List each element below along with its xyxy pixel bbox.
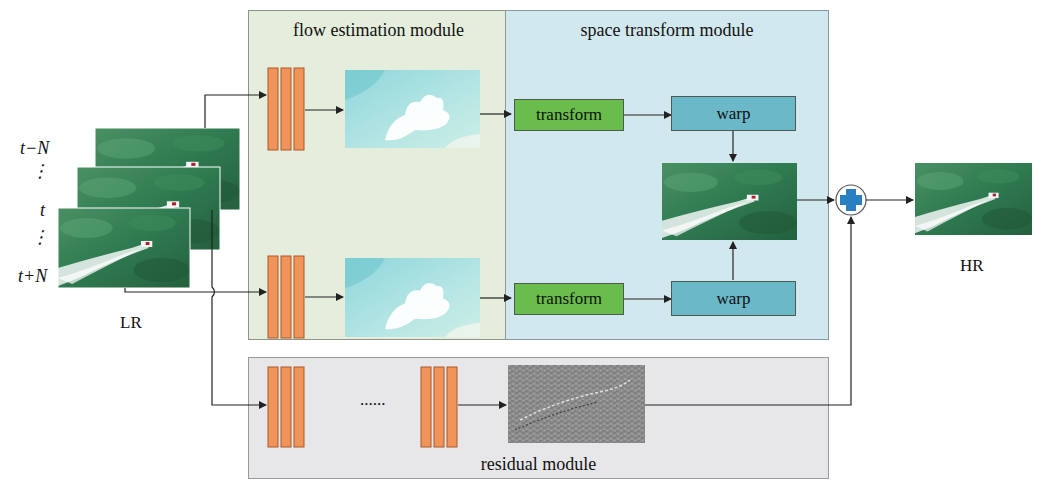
frame-index: t	[40, 200, 45, 221]
frame-index: t−N	[20, 138, 49, 159]
transform-box: transform	[514, 283, 624, 315]
box-label: transform	[536, 289, 602, 309]
ellipsis: ⋮	[31, 160, 49, 182]
box-label: transform	[536, 105, 602, 125]
input-label: LR	[120, 313, 142, 333]
frame-index: t+N	[18, 266, 47, 287]
module-panel: residual module	[248, 357, 829, 479]
module-title: residual module	[249, 454, 828, 475]
box-label: warp	[717, 289, 751, 309]
output-label: HR	[960, 256, 984, 276]
ellipsis: ......	[360, 390, 386, 410]
transform-box: transform	[514, 99, 624, 131]
box-label: warp	[717, 104, 751, 124]
module-panel: space transform module transform warp trans…	[505, 10, 829, 340]
ellipsis: ⋮	[31, 226, 49, 248]
connector-arrow	[624, 114, 671, 115]
module-title: flow estimation module	[249, 20, 508, 41]
warp-box: warp	[671, 281, 796, 316]
module-title: space transform module	[506, 20, 828, 41]
connector-arrow	[624, 298, 671, 299]
warp-box: warp	[671, 96, 796, 131]
module-panel: flow estimation module	[248, 10, 509, 340]
